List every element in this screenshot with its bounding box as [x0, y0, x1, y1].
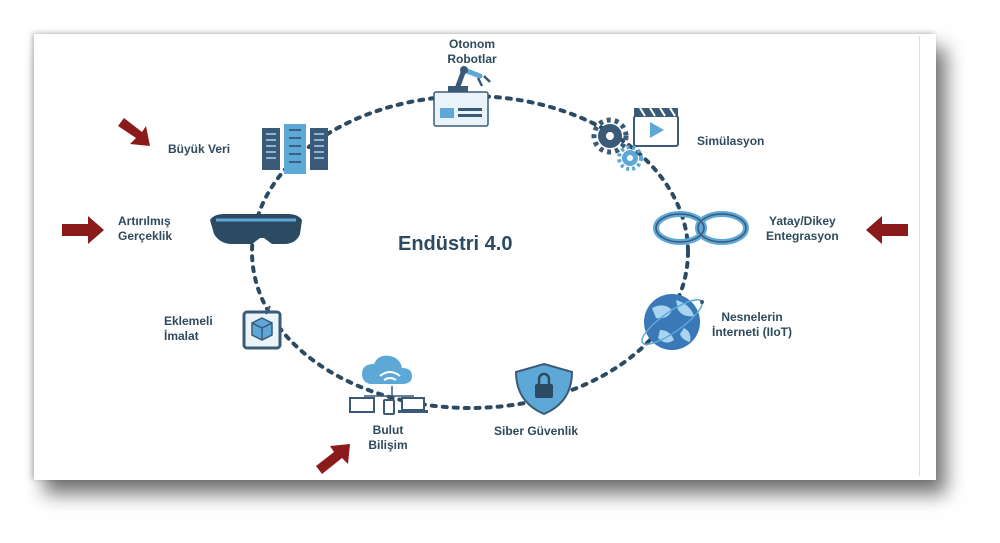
dotted-ring: [250, 94, 690, 410]
arrow-integration: [866, 216, 908, 244]
label-simulation: Simülasyon: [697, 134, 765, 148]
arrow-cloud: [316, 444, 350, 474]
server-rack-icon: [262, 124, 328, 174]
label-iot: Nesnelerin İnterneti (IIoT): [712, 310, 792, 339]
cloud-devices-icon: [349, 355, 428, 415]
label-additive: Eklemeli İmalat: [164, 314, 213, 343]
diagram-title: Endüstri 4.0: [398, 233, 513, 255]
arrow-bigdata: [118, 118, 150, 146]
link-icon: [653, 211, 749, 245]
label-bigdata: Büyük Veri: [168, 142, 231, 156]
globe-icon: [641, 294, 704, 350]
label-autonomous-robots: Otonom Robotlar: [447, 37, 497, 66]
arrow-ar: [62, 216, 104, 244]
gears-video-icon: [591, 107, 679, 171]
vr-goggles-icon: [210, 214, 302, 244]
label-cloud: Bulut Bilişim: [368, 423, 408, 452]
label-cybersecurity: Siber Güvenlik: [494, 424, 579, 438]
label-integration: Yatay/Dikey Entegrasyon: [766, 214, 839, 243]
card-edge-line: [919, 36, 920, 476]
3d-printer-icon: [242, 305, 282, 350]
label-ar: Artırılmış Gerçeklik: [118, 214, 173, 243]
robot-arm-icon: [433, 66, 491, 127]
shield-lock-icon: [514, 362, 574, 416]
